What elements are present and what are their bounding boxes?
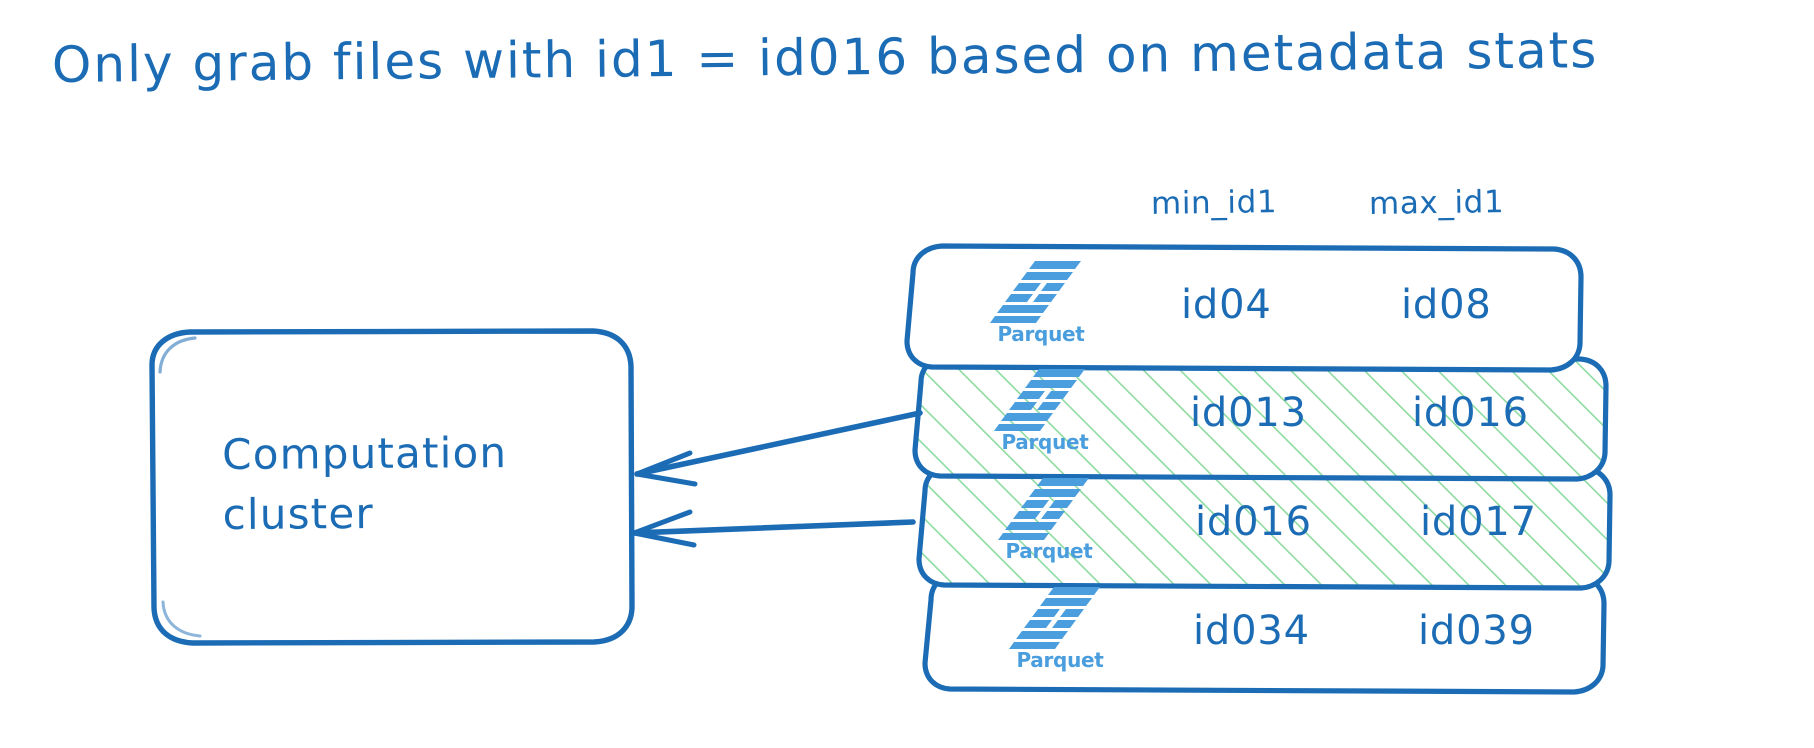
- cell-max-id1-row2: id016: [1412, 390, 1529, 436]
- cell-max-id1-row1: id08: [1401, 282, 1492, 328]
- cell-max-id1-row4: id039: [1418, 608, 1535, 654]
- parquet-logo-label: Parquet: [1016, 648, 1104, 672]
- table-row-box-1[interactable]: [904, 243, 1584, 373]
- cluster-box[interactable]: [149, 328, 635, 646]
- parquet-icon: Parquet: [986, 368, 1104, 460]
- cell-min-id1-row4: id034: [1193, 608, 1310, 654]
- parquet-icon: Parquet: [982, 260, 1100, 352]
- parquet-icon: Parquet: [1001, 586, 1119, 678]
- column-header-min-id1: min_id1: [1150, 184, 1278, 222]
- cell-max-id1-row3: id017: [1420, 499, 1537, 545]
- cell-min-id1-row2: id013: [1190, 390, 1307, 436]
- arrow-row3-to-cluster: [631, 509, 916, 548]
- parquet-logo-icon: [998, 478, 1089, 540]
- cell-min-id1-row3: id016: [1195, 499, 1312, 545]
- parquet-logo-label: Parquet: [1005, 539, 1093, 563]
- parquet-logo-icon: [994, 369, 1085, 431]
- parquet-logo-label: Parquet: [997, 322, 1085, 346]
- column-header-max-id1: max_id1: [1368, 184, 1505, 222]
- cluster-label-line2: cluster: [222, 488, 375, 539]
- cluster-label-line1: Computation: [222, 428, 508, 479]
- cell-min-id1-row1: id04: [1181, 282, 1272, 328]
- parquet-icon: Parquet: [990, 477, 1108, 569]
- parquet-logo-icon: [1009, 587, 1100, 649]
- parquet-logo-icon: [990, 261, 1081, 323]
- cluster-label: Computation cluster: [222, 422, 603, 544]
- arrow-row2-to-cluster: [634, 410, 923, 487]
- parquet-logo-label: Parquet: [1001, 430, 1089, 454]
